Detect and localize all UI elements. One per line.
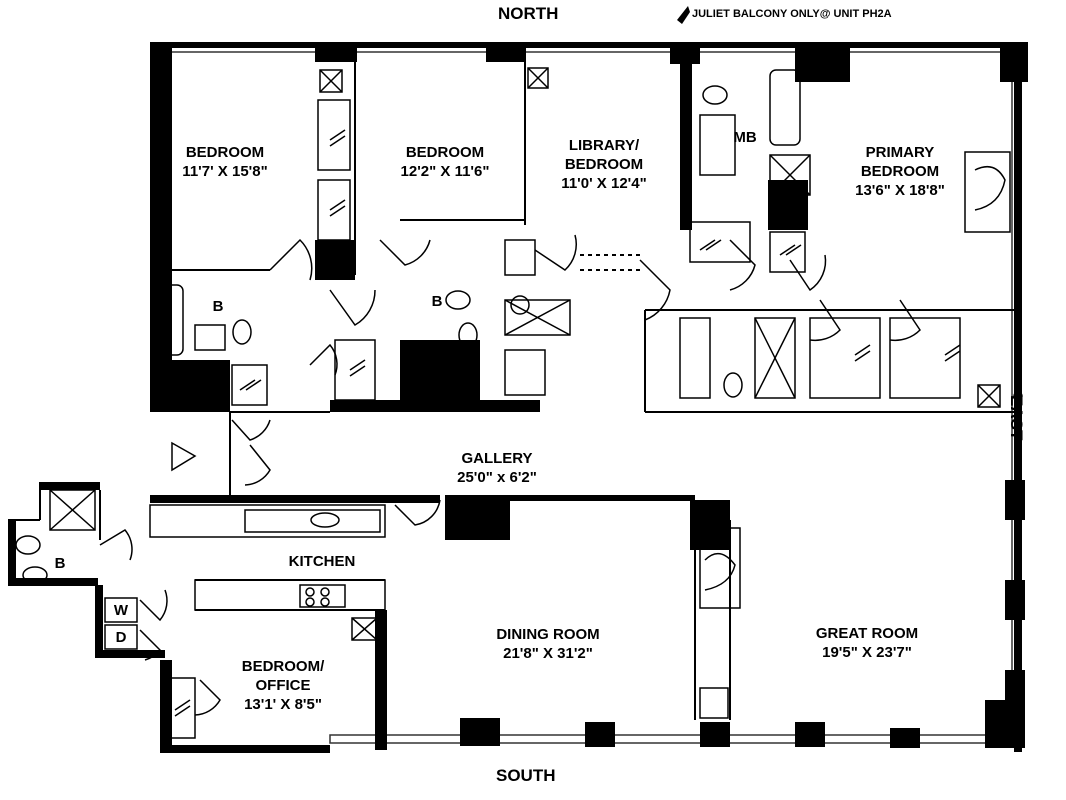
kitchen-label: KITCHEN <box>289 552 356 571</box>
fireplaces <box>699 151 1011 719</box>
balcony-arrow-icon <box>677 6 690 24</box>
library-bedroom-label: LIBRARY/ BEDROOM 11'0' X 12'4" <box>561 136 646 193</box>
bath-label: B <box>431 293 443 310</box>
east-label: EAST <box>1007 395 1026 441</box>
room-dims: 11'7' X 15'8" <box>182 163 268 180</box>
kitchen-counters <box>149 504 386 611</box>
south-label: SOUTH <box>496 766 556 785</box>
primary-bedroom-label: PRIMARY BEDROOM 13'6" X 18'8" <box>855 143 945 200</box>
room-name: PRIMARY <box>865 144 935 161</box>
north-label: NORTH <box>498 4 559 23</box>
great-room-label: GREAT ROOM 19'5" X 23'7" <box>816 624 918 662</box>
bath-fixtures <box>15 67 1001 641</box>
doors <box>99 234 921 716</box>
room-name: LIBRARY/ <box>568 137 640 154</box>
east-marker-icon <box>1013 391 1023 401</box>
room-name: GALLERY <box>461 450 533 467</box>
room-dims: 21'8" X 31'2" <box>503 645 593 662</box>
washer-label: W <box>113 602 129 619</box>
laundry <box>104 597 138 650</box>
dining-room-label: DINING ROOM 21'8" X 31'2" <box>496 625 599 663</box>
room-name-2: BEDROOM <box>860 163 940 180</box>
room-dims: 11'0' X 12'4" <box>561 175 647 192</box>
room-name: BEDROOM <box>185 144 265 161</box>
room-name-2: OFFICE <box>255 677 311 694</box>
room-name: BEDROOM <box>405 144 485 161</box>
room-dims: 12'2" X 11'6" <box>400 163 490 180</box>
bedroom-1-label: BEDROOM 11'7' X 15'8" <box>182 143 267 181</box>
dashed-openings <box>450 254 640 499</box>
room-name: DINING ROOM <box>496 626 600 643</box>
closets <box>169 99 961 739</box>
room-name: KITCHEN <box>288 553 356 570</box>
bath-label: B <box>54 555 66 572</box>
room-name: GREAT ROOM <box>815 625 919 642</box>
master-bath-label: MB <box>733 129 757 146</box>
room-name-2: BEDROOM <box>564 156 644 173</box>
gallery-label: GALLERY 25'0" x 6'2" <box>457 449 537 487</box>
room-dims: 13'6" X 18'8" <box>855 182 945 199</box>
room-dims: 19'5" X 23'7" <box>822 644 912 661</box>
juliet-balcony-note: JULIET BALCONY ONLY@ UNIT PH2A <box>692 8 892 20</box>
room-dims: 13'1' X 8'5" <box>244 696 322 713</box>
room-dims: 25'0" x 6'2" <box>457 469 537 486</box>
room-name: BEDROOM/ <box>241 658 325 675</box>
dryer-label: D <box>115 629 127 646</box>
office-label: BEDROOM/ OFFICE 13'1' X 8'5" <box>242 657 325 714</box>
bedroom-2-label: BEDROOM 12'2" X 11'6" <box>401 143 490 181</box>
bath-label: B <box>212 298 224 315</box>
entry-arrow-icon <box>171 441 197 472</box>
